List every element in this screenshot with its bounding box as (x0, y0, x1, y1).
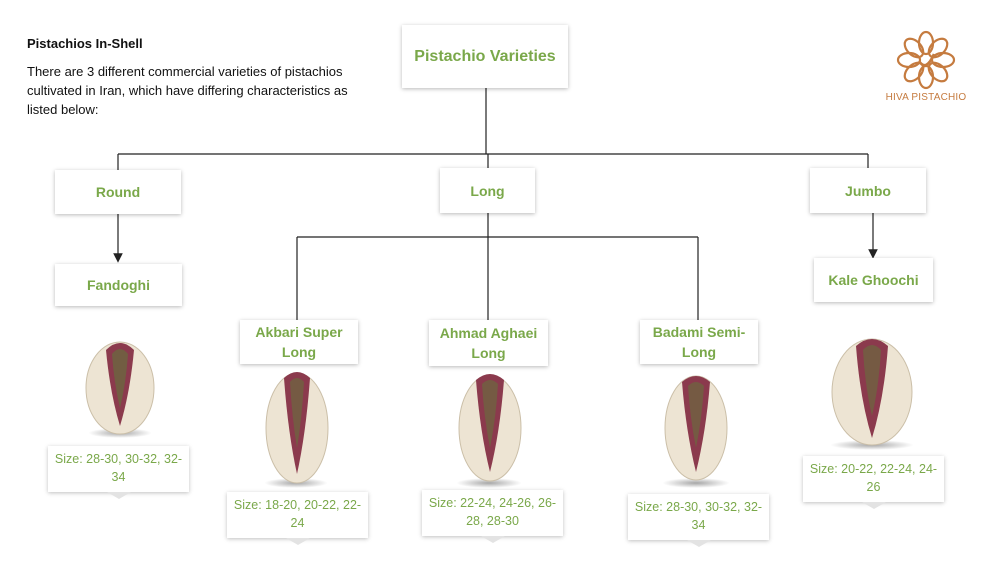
logo-text: HIVA PISTACHIO (885, 92, 967, 103)
category-long: Long (440, 168, 535, 213)
brand-logo: HIVA PISTACHIO (878, 30, 974, 104)
intro-title: Pistachios In-Shell (27, 36, 143, 51)
intro-text: There are 3 different commercial varieti… (27, 64, 348, 117)
pistachio-nut-icon (265, 372, 329, 484)
size-akbari: Size: 18-20, 20-22, 22-24 (227, 492, 368, 545)
flower-logo-icon (896, 30, 956, 90)
size-badami: Size: 28-30, 30-32, 32-34 (628, 494, 769, 547)
pistachio-nut-icon (85, 341, 155, 435)
nut-shadow (456, 478, 522, 488)
variety-ahmad-aghaei: Ahmad Aghaei Long (429, 320, 548, 366)
variety-fandoghi: Fandoghi (55, 264, 182, 306)
variety-badami: Badami Semi-Long (640, 320, 758, 364)
variety-kale-ghoochi: Kale Ghoochi (814, 258, 933, 302)
root-node: Pistachio Varieties (402, 25, 568, 88)
pistachio-nut-icon (458, 374, 522, 482)
nut-shadow (662, 478, 730, 488)
category-jumbo: Jumbo (810, 168, 926, 213)
variety-akbari: Akbari Super Long (240, 320, 358, 364)
category-round: Round (55, 170, 181, 214)
size-fandoghi: Size: 28-30, 30-32, 32-34 (48, 446, 189, 499)
size-ahmad-aghaei: Size: 22-24, 24-26, 26-28, 28-30 (422, 490, 563, 543)
pistachio-nut-icon (831, 338, 913, 446)
pistachio-nut-icon (664, 375, 728, 481)
size-kale-ghoochi: Size: 20-22, 22-24, 24-26 (803, 456, 944, 509)
